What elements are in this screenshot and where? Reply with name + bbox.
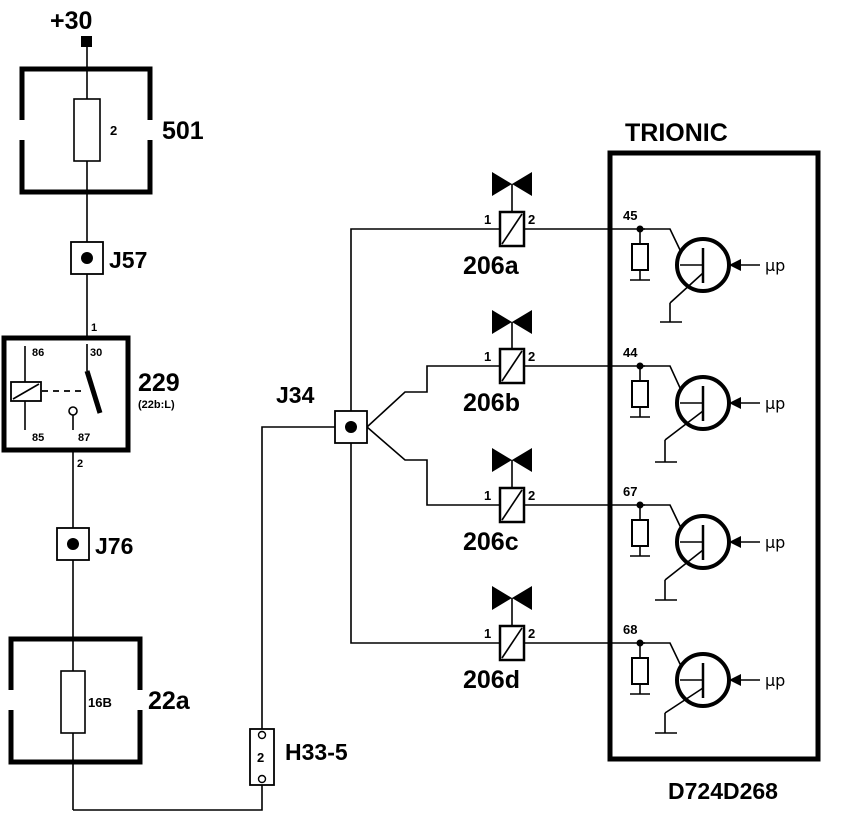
- valve-206b-pin1: 1: [484, 349, 491, 364]
- ecu-driver-44: 44 µp: [623, 345, 785, 463]
- relay-wire-out: 2: [77, 458, 83, 470]
- valve-206b-label: 206b: [463, 389, 520, 417]
- supply-terminal: [81, 36, 92, 47]
- relay-term-86: 86: [32, 347, 44, 359]
- connector-j76: J76: [56, 527, 133, 561]
- ecu-pin-44: 44: [623, 345, 638, 360]
- fuse-22a-value: 16B: [88, 695, 112, 710]
- ecu-driver-45: 45 µp: [623, 208, 785, 323]
- valve-206a-pin2: 2: [528, 212, 535, 227]
- j57-label: J57: [109, 247, 147, 273]
- supply-label: +30: [50, 7, 92, 35]
- h33-pin: 2: [257, 750, 264, 765]
- relay-term-85: 85: [32, 432, 44, 444]
- diagram-code: D724D268: [668, 778, 778, 804]
- wire-j34-206c: [366, 426, 500, 506]
- connector-h33-5: 2 H33-5: [249, 728, 348, 786]
- ecu-driver-67: 67 µp: [623, 484, 785, 601]
- relay-wire-in: 1: [91, 322, 97, 334]
- valve-206a: 1 2 206a: [463, 172, 535, 280]
- h33-label: H33-5: [285, 739, 348, 765]
- ecu-title: TRIONIC: [625, 119, 728, 147]
- j76-label: J76: [95, 533, 133, 559]
- wire-j34-206a: [350, 228, 500, 411]
- ecu-input-label: µp: [765, 394, 785, 413]
- ecu-box: [607, 150, 821, 762]
- valve-206b: 1 2 206b: [463, 310, 535, 417]
- wire-h33-j34: [261, 426, 335, 733]
- valve-206c-pin1: 1: [484, 488, 491, 503]
- connector-j34: J34: [276, 382, 368, 444]
- valve-206d-label: 206d: [463, 666, 520, 694]
- valve-206a-label: 206a: [463, 252, 520, 280]
- fuse-501-label: 501: [162, 117, 204, 145]
- ecu-driver-68: 68 µp: [623, 622, 785, 734]
- wire-j34-206b: [366, 365, 500, 428]
- valve-206d: 1 2 206d: [463, 586, 535, 694]
- ecu-input-label: µp: [765, 256, 785, 275]
- valve-206a-pin1: 1: [484, 212, 491, 227]
- ecu-input-label: µp: [765, 671, 785, 690]
- valve-206c: 1 2 206c: [463, 448, 535, 556]
- valve-206d-pin1: 1: [484, 626, 491, 641]
- wire-ground-return: [73, 784, 263, 811]
- j34-label: J34: [276, 382, 315, 408]
- relay-term-30: 30: [90, 347, 102, 359]
- relay-sub-label: (22b:L): [138, 399, 175, 411]
- valve-206c-pin2: 2: [528, 488, 535, 503]
- valve-206d-pin2: 2: [528, 626, 535, 641]
- ecu-input-label: µp: [765, 533, 785, 552]
- relay-229: 86 30 85 87 229 (22b:L): [1, 335, 180, 453]
- fuse-22a-label: 22a: [148, 687, 191, 715]
- wire-j34-206d: [350, 443, 500, 644]
- ecu-pin-67: 67: [623, 484, 637, 499]
- ecu-pin-68: 68: [623, 622, 637, 637]
- connector-j57: J57: [70, 241, 147, 275]
- fuse-501: 2 501: [19, 66, 204, 195]
- valve-206c-label: 206c: [463, 528, 519, 556]
- fuse-22a: 16B 22a: [8, 636, 191, 765]
- valve-206b-pin2: 2: [528, 349, 535, 364]
- fuse-501-value: 2: [110, 123, 117, 138]
- relay-label: 229: [138, 369, 180, 397]
- relay-term-87: 87: [78, 432, 90, 444]
- ecu-pin-45: 45: [623, 208, 637, 223]
